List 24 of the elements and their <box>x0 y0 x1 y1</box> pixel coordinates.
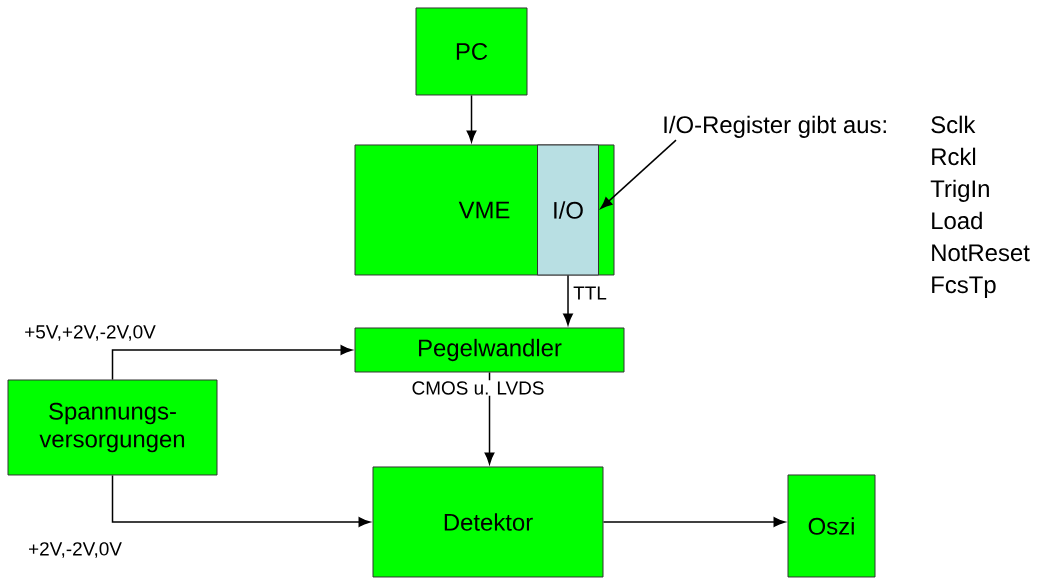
signal-name: Rckl <box>932 147 976 166</box>
arrow <box>602 517 786 527</box>
edge-label: +5V,+2V,-2V,0V <box>23 324 157 342</box>
arrow <box>111 345 353 381</box>
process-box: Detektor <box>372 466 604 578</box>
process-box: Pegelwandler <box>354 327 625 373</box>
arrow <box>466 94 477 143</box>
edge-label: CMOS u. LVDS <box>410 380 546 396</box>
process-box: Spannungs- versorgungen <box>7 379 218 476</box>
arrow <box>111 474 371 527</box>
leader-arrow <box>600 139 677 209</box>
signal-name: Load <box>932 211 982 230</box>
arrow <box>563 274 573 326</box>
process-box: PC <box>415 7 528 96</box>
arrow <box>484 371 495 465</box>
signal-name: TrigIn <box>930 179 989 202</box>
process-box: Oszi <box>787 474 876 578</box>
register-box: I/O <box>537 144 599 276</box>
signal-name: Sclk <box>931 115 976 134</box>
edge-label: +2V,-2V,0V <box>27 541 123 559</box>
signal-name: FcsTp <box>932 276 996 298</box>
edge-label: TTL <box>572 285 608 301</box>
signal-name: NotReset <box>932 244 1030 262</box>
annotation-text: I/O-Register gibt aus: <box>664 115 886 138</box>
